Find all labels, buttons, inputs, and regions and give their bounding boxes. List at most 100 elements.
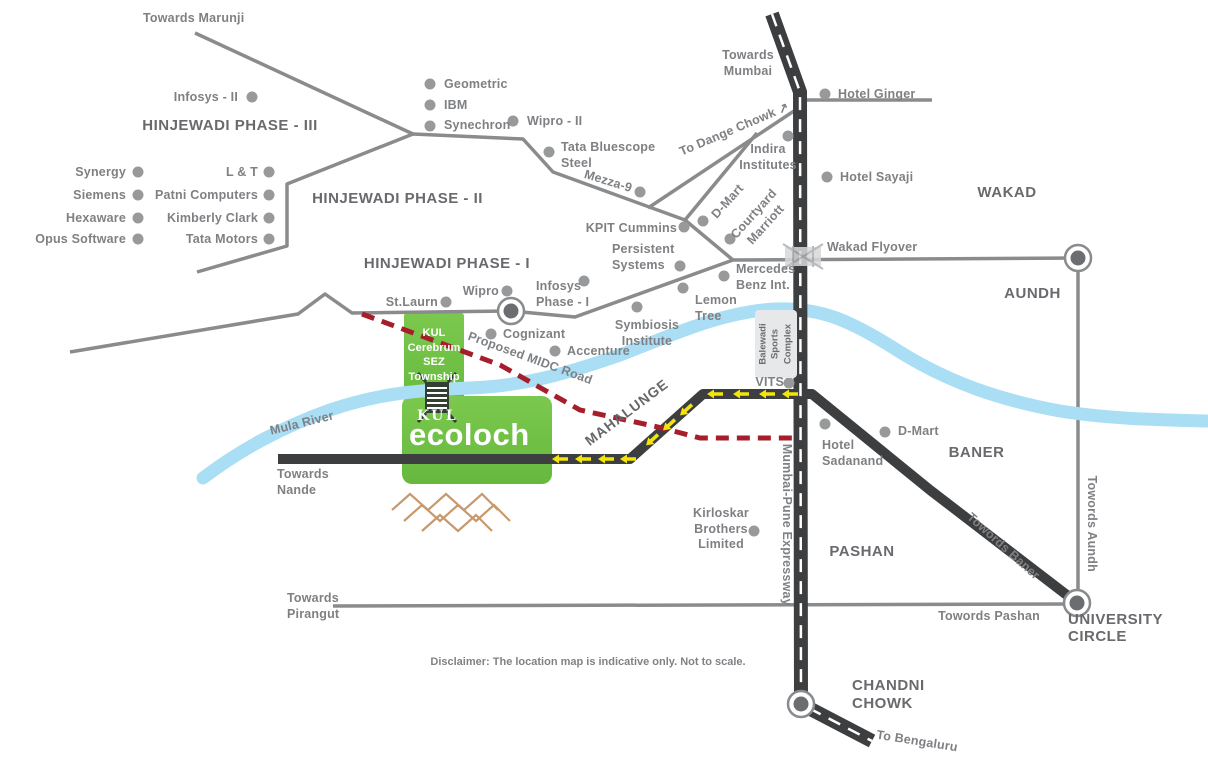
label-chandni-chowk: CHANDNI CHOWK [852,677,925,712]
road-dange-branch [683,131,759,222]
poi-dot-courtyard [724,233,736,245]
label-mercedes-benz: Mercedes Benz Int. [736,262,796,292]
poi-dot-d-mart-baner [879,426,891,438]
bridge-icon [416,372,458,423]
label-indira-institutes: Indira Institutes [739,142,797,172]
label-kimberly-clark: Kimberly Clark [166,211,258,225]
label-mumbai-pune-expressway: Mumbai-Pune Expressway [779,443,794,606]
label-hinjewadi-phase-3: HINJEWADI PHASE - III [142,117,318,134]
mumbai-pune-expressway [765,11,876,748]
poi-dot-tata-motors [263,233,275,245]
label-kirloskar: Kirloskar Brothers Limited [693,506,749,551]
label-patni-computers: Patni Computers [154,188,258,202]
road-zigzag-west [69,292,512,354]
label-cognizant: Cognizant [503,327,566,341]
poi-dot-kpit [678,221,690,233]
junction-aundh [1063,243,1093,273]
road-phase1-to-aundh [510,256,1079,319]
poi-dot-indira [782,130,794,142]
poi-dot-st-laurn [440,296,452,308]
label-kul-cerebrum-township: KUL Cerebrum SEZ Township [407,327,461,383]
logo-kul: KUL [417,408,459,424]
logo-ecoloch: ecoloch [409,417,530,452]
label-pashan: PASHAN [829,543,895,560]
poi-dot-hotel-sayaji [821,171,833,183]
label-symbiosis: Symbiosis Institute [614,318,680,348]
label-geometric: Geometric [444,77,508,91]
label-tata-bluescope: Tata Bluescope Steel [561,140,656,170]
poi-dot-kirloskar [748,525,760,537]
label-wipro-ii: Wipro - II [527,114,583,128]
poi-dot-infosys-phase1 [578,275,590,287]
label-balewadi-sports-complex: Balewadi Sports Complex [757,323,794,365]
junction-chandni-chowk [786,689,816,719]
label-kpit-cummins: KPIT Cummins [585,221,677,235]
poi-dot-hexaware [132,212,144,224]
label-hotel-sayaji: Hotel Sayaji [840,170,914,184]
road-nande-mahalunge-baner [278,389,1076,603]
poi-dot-wipro [501,285,513,297]
poi-dot-wipro-ii [507,115,519,127]
label-persistent-systems: Persistent Systems [612,242,675,272]
label-towords-aundh: Towords Aundh [1084,475,1099,572]
label-hinjewadi-phase-2: HINJEWADI PHASE - II [312,190,483,207]
label-infosys-phase1: Infosys Phase - I [536,279,590,309]
poi-dot-tata-bluescope [543,146,555,158]
label-siemens: Siemens [73,188,126,202]
road-towards-marunji [194,31,414,136]
mula-river [196,302,1208,485]
proposed-midc-road [361,311,792,441]
junction-university-circle [1062,588,1092,618]
road-pirangut-pashan [332,602,1078,608]
one-way-arrows [552,389,798,464]
label-wipro: Wipro [462,284,499,298]
poi-dot-hotel-ginger [819,88,831,100]
label-towards-pirangut: Towards Pirangut [287,591,340,621]
poi-dot-patni [263,189,275,201]
poi-dot-d-mart-hinjewadi [697,215,709,227]
label-wakad: WAKAD [977,184,1037,201]
label-vits: VITS [755,375,784,389]
poi-dot-symbiosis [631,301,643,313]
label-hotel-sadanand: Hotel Sadanand [822,438,884,468]
label-hexaware: Hexaware [66,211,126,225]
junction-wipro-circle [496,296,526,326]
road-kpit-link [683,218,735,262]
label-wakad-flyover: Wakad Flyover [827,240,918,254]
label-university-circle: UNIVERSITY CIRCLE [1068,611,1164,646]
label-aundh: AUNDH [1004,285,1061,302]
poi-dot-opus-software [132,233,144,245]
minor-roads [69,31,1080,608]
road-mezza9 [412,132,686,222]
poi-dot-infosys-ii [246,91,258,103]
label-opus-software: Opus Software [35,232,126,246]
label-d-mart-baner: D-Mart [898,424,939,438]
poi-dot-persistent [674,260,686,272]
label-baner: BANER [948,444,1005,461]
label-accenture: Accenture [567,344,630,358]
label-tata-motors: Tata Motors [185,232,258,246]
label-hotel-ginger: Hotel Ginger [838,87,916,101]
poi-dot-geometric [424,78,436,90]
wakad-flyover-icon [782,243,824,270]
junction-circles [496,243,1093,719]
poi-dot-synechron [424,120,436,132]
disclaimer: Disclaimer: The location map is indicati… [430,656,746,668]
balewadi-sports-complex-box: Balewadi Sports Complex [755,310,797,378]
poi-dot-lemon-tree [677,282,689,294]
poi-dot-hotel-sadanand [819,418,831,430]
label-towords-pashan: Towords Pashan [938,609,1040,623]
poi-dot-synergy [132,166,144,178]
label-towards-marunji: Towards Marunji [143,11,245,25]
label-synechron: Synechron [444,118,511,132]
label-ibm: IBM [444,98,468,112]
poi-dot-kimberly [263,212,275,224]
label-synergy: Synergy [75,165,126,179]
road-phase2-boundary [196,132,414,274]
poi-dot-mezza9 [634,186,646,198]
poi-dot-mercedes [718,270,730,282]
poi-dot-accenture [549,345,561,357]
poi-dots [132,78,891,537]
